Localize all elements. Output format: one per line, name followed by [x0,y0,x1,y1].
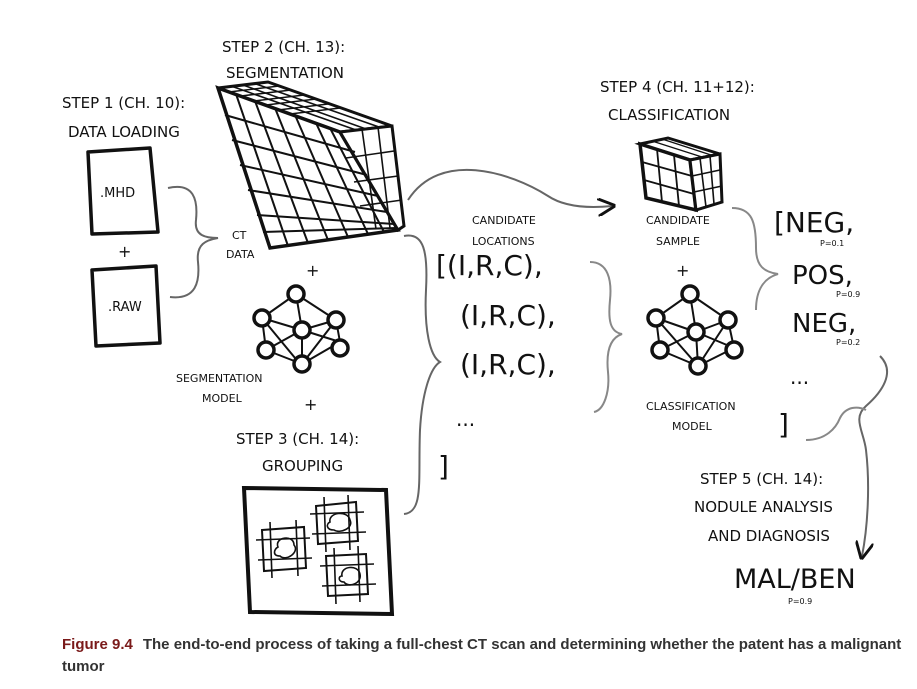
candidate-locations: CANDIDATE LOCATIONS [(I,R,C), (I,R,C), (… [436,214,556,483]
result-2-prob: P=0.9 [836,290,860,299]
segmentation-model-icon [252,284,350,374]
candidate-row-2: (I,R,C), [460,299,556,332]
step5-group: STEP 5 (CH. 14): NODULE ANALYSIS AND DIA… [694,470,856,606]
step3-subtitle: GROUPING [262,457,343,475]
step2-plus-top: + [306,261,319,280]
result-1-text: [NEG, [774,206,854,239]
diagnosis-prob: P=0.9 [788,597,812,606]
seg-model-label-1: SEGMENTATION [176,372,263,385]
result-1-prob: P=0.1 [820,239,844,248]
step1-subtitle: DATA LOADING [68,123,180,141]
step4-subtitle: CLASSIFICATION [608,106,730,124]
ct-cube-icon [215,80,406,250]
classification-results: [NEG, P=0.1 POS, P=0.9 NEG, P=0.2 ... ] [774,206,860,441]
candidate-label-2: LOCATIONS [472,235,535,248]
candidate-row-1: [(I,R,C), [436,249,543,282]
results-to-diagnosis-connector [805,406,867,441]
candidate-close-bracket: ] [438,450,449,483]
candidate-row-3: (I,R,C), [460,348,556,381]
raw-file-label: .RAW [108,300,142,315]
class-model-label-2: MODEL [672,420,713,433]
ct-label-1: CT [232,229,247,242]
candidate-sample-cube-icon [634,136,724,213]
step1-group: STEP 1 (CH. 10): DATA LOADING .MHD + .RA… [62,94,219,348]
result-3-prob: P=0.2 [836,338,860,347]
step2-group: STEP 2 (CH. 13): SEGMENTATION CT DATA + [176,38,406,414]
flow-arrow-to-step4 [407,168,612,207]
step2-title: STEP 2 (CH. 13): [222,38,345,56]
step1-plus: + [118,242,131,261]
step3-plus: + [304,395,317,414]
step5-line2: NODULE ANALYSIS [694,498,833,516]
candidate-brace [403,234,442,515]
mhd-file-icon: .MHD [86,146,160,236]
step4-group: STEP 4 (CH. 11+12): CLASSIFICATION CANDI… [600,78,755,433]
results-connector [731,207,779,311]
caption-text: The end-to-end process of taking a full-… [62,636,902,675]
mhd-file-label: .MHD [100,186,135,201]
results-ellipsis: ... [790,365,809,389]
ct-label-2: DATA [226,248,255,261]
step4-connector [589,261,623,413]
grouping-scan-icon [241,485,395,617]
step4-title: STEP 4 (CH. 11+12): [600,78,755,96]
seg-model-label-2: MODEL [202,392,243,405]
step2-subtitle: SEGMENTATION [226,64,344,82]
raw-file-icon: .RAW [90,264,162,348]
result-3-text: NEG, [792,309,856,339]
step1-connector [167,185,219,299]
candidate-ellipsis: ... [456,407,475,431]
result-2-text: POS, [792,261,853,291]
caption-label: Figure 9.4 [62,636,133,653]
diagnosis-result: MAL/BEN [734,564,856,595]
results-close-bracket: ] [778,408,789,441]
class-model-label-1: CLASSIFICATION [646,400,736,413]
sample-label-1: CANDIDATE [646,214,710,227]
step3-title: STEP 3 (CH. 14): [236,430,359,448]
step5-line3: AND DIAGNOSIS [708,527,830,545]
step1-title: STEP 1 (CH. 10): [62,94,185,112]
step5-title: STEP 5 (CH. 14): [700,470,823,488]
flow-arrow-to-diagnosis [859,355,889,556]
sample-label-2: SAMPLE [656,235,700,248]
step3-group: STEP 3 (CH. 14): GROUPING [236,430,395,617]
pipeline-diagram: STEP 1 (CH. 10): DATA LOADING .MHD + .RA… [62,38,889,617]
step4-plus: + [676,261,689,280]
candidate-label-1: CANDIDATE [472,214,536,227]
classification-model-icon [646,284,744,376]
